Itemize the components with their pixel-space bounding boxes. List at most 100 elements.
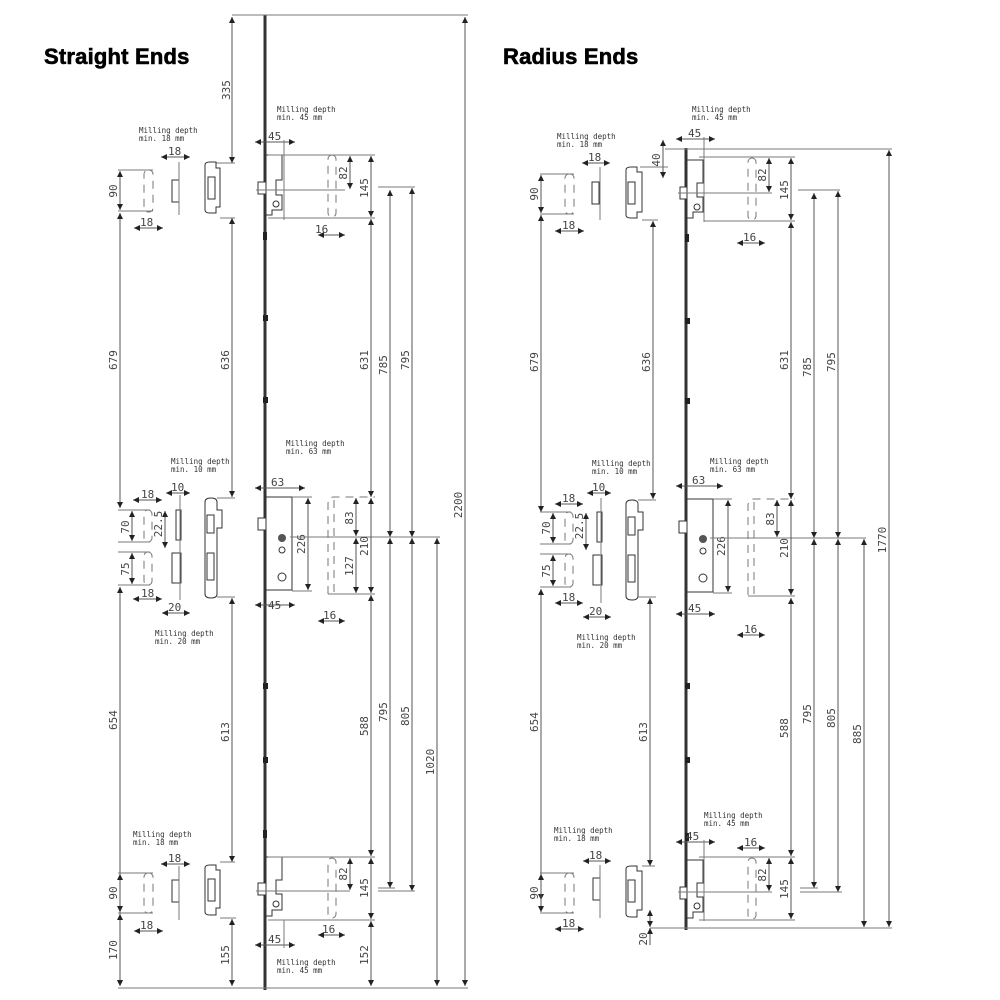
svg-text:min. 45 mm: min. 45 mm [277,113,323,122]
bottom-hook-lock [265,856,283,917]
svg-text:82: 82 [756,868,769,881]
bottom-hook-lock [686,859,704,919]
svg-text:90: 90 [528,187,541,200]
svg-text:min. 18 mm: min. 18 mm [133,838,179,847]
svg-text:90: 90 [528,886,541,899]
svg-text:min. 45 mm: min. 45 mm [704,819,750,828]
svg-text:70: 70 [119,520,132,533]
svg-text:16: 16 [744,836,757,849]
svg-text:45: 45 [268,599,281,612]
svg-text:min. 10 mm: min. 10 mm [171,465,217,474]
svg-text:min. 45 mm: min. 45 mm [277,966,323,975]
svg-text:795: 795 [801,704,814,724]
svg-text:795: 795 [399,350,412,370]
svg-text:805: 805 [825,708,838,728]
svg-text:18: 18 [588,151,601,164]
svg-text:40: 40 [650,153,663,166]
svg-text:Milling depth: Milling depth [133,830,192,839]
svg-text:63: 63 [271,476,284,489]
svg-text:679: 679 [528,352,541,372]
top-hook-lock [265,154,283,216]
straight-ends-drawing: 2200 335 Milling depth min. 45 mm Millin… [107,14,468,990]
svg-text:Milling depth: Milling depth [592,459,651,468]
svg-text:16: 16 [744,623,757,636]
svg-text:226: 226 [715,536,728,556]
svg-text:min. 63 mm: min. 63 mm [710,465,756,474]
svg-text:654: 654 [107,710,120,730]
dim-overall-height: 2200 [452,492,465,519]
svg-text:18: 18 [168,145,181,158]
panel-title-radius-ends: Radius Ends [503,44,639,70]
svg-text:45: 45 [688,127,701,140]
top-hook-lock [686,159,704,219]
svg-text:Milling depth: Milling depth [704,811,763,820]
svg-text:588: 588 [358,716,371,736]
svg-text:min. 18 mm: min. 18 mm [139,134,185,143]
svg-text:210: 210 [778,538,791,558]
svg-text:45: 45 [688,602,701,615]
svg-text:45: 45 [268,130,281,143]
svg-text:75: 75 [540,564,553,577]
svg-text:18: 18 [140,216,153,229]
svg-text:90: 90 [107,184,120,197]
svg-text:588: 588 [778,718,791,738]
svg-text:16: 16 [315,223,328,236]
svg-text:Milling depth: Milling depth [577,633,636,642]
svg-text:16: 16 [323,609,336,622]
svg-text:20: 20 [637,932,650,945]
svg-text:18: 18 [141,488,154,501]
svg-text:18: 18 [562,917,575,930]
svg-text:679: 679 [107,350,120,370]
svg-text:82: 82 [337,867,350,880]
svg-text:Milling depth: Milling depth [286,439,345,448]
svg-text:Milling depth: Milling depth [155,629,214,638]
center-strike-plate [625,499,644,601]
svg-text:885: 885 [851,724,864,744]
panel-title-straight-ends: Straight Ends [44,44,190,70]
svg-text:min. 63 mm: min. 63 mm [286,447,332,456]
svg-text:785: 785 [377,355,390,375]
svg-text:636: 636 [219,350,232,370]
svg-text:16: 16 [743,231,756,244]
svg-text:18: 18 [562,492,575,505]
svg-text:18: 18 [141,587,154,600]
svg-text:145: 145 [358,178,371,198]
svg-text:82: 82 [337,166,350,179]
svg-text:155: 155 [219,945,232,965]
svg-text:335: 335 [220,80,233,100]
svg-text:90: 90 [107,886,120,899]
dim-overall-height: 1770 [876,527,889,554]
svg-text:18: 18 [140,919,153,932]
svg-text:636: 636 [640,352,653,372]
svg-text:18: 18 [562,219,575,232]
svg-text:Milling depth: Milling depth [554,826,613,835]
svg-text:613: 613 [219,722,232,742]
svg-text:18: 18 [168,852,181,865]
svg-text:795: 795 [377,702,390,722]
svg-text:145: 145 [358,878,371,898]
svg-text:613: 613 [637,722,650,742]
svg-text:Milling depth: Milling depth [692,105,751,114]
svg-text:210: 210 [358,536,371,556]
svg-text:785: 785 [801,357,814,377]
svg-text:18: 18 [562,591,575,604]
svg-text:22.5: 22.5 [573,513,586,540]
svg-text:min. 20 mm: min. 20 mm [577,641,623,650]
svg-text:22.5: 22.5 [152,511,165,538]
svg-text:795: 795 [825,352,838,372]
svg-text:631: 631 [778,350,791,370]
svg-text:20: 20 [168,601,181,614]
svg-text:Milling depth: Milling depth [139,126,198,135]
svg-text:805: 805 [399,706,412,726]
svg-text:min. 18 mm: min. 18 mm [554,834,600,843]
svg-text:10: 10 [171,481,184,494]
svg-text:Milling depth: Milling depth [277,105,336,114]
svg-text:226: 226 [295,534,308,554]
svg-text:170: 170 [107,940,120,960]
svg-text:45: 45 [686,830,699,843]
svg-text:82: 82 [756,168,769,181]
svg-text:83: 83 [343,511,356,524]
svg-text:63: 63 [692,474,705,487]
svg-text:min. 20 mm: min. 20 mm [155,637,201,646]
svg-text:631: 631 [358,350,371,370]
